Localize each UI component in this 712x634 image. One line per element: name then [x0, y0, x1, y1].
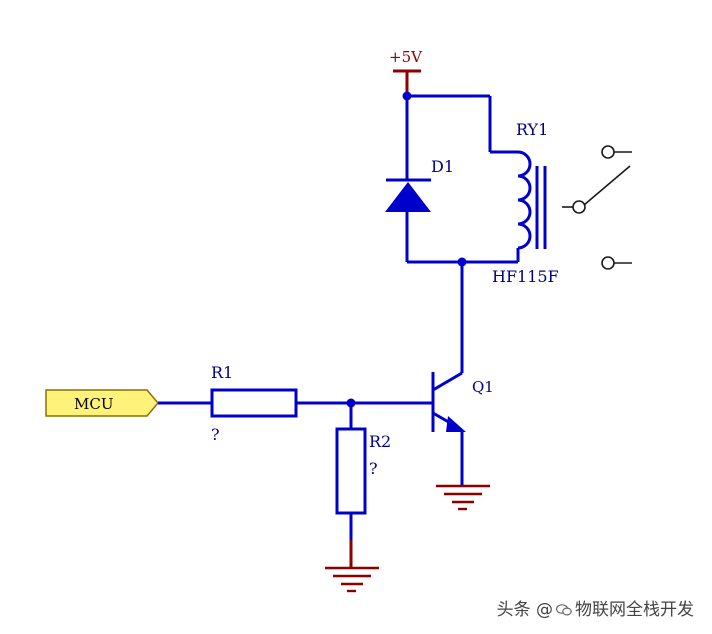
r1-value: ?	[211, 425, 220, 444]
relay-ry1: RY1 HF115F	[492, 120, 559, 286]
contact-nc	[601, 145, 615, 159]
relay-ref: RY1	[516, 120, 548, 139]
diode-ref: D1	[431, 157, 454, 176]
wire-base	[158, 398, 433, 429]
resistor-r1: R1 ?	[210, 363, 298, 444]
r2-value: ?	[369, 459, 378, 478]
wire-top-rail	[402, 91, 518, 154]
ground-symbol-q1	[436, 484, 490, 511]
power-5v-symbol: +5V	[389, 48, 423, 96]
r1-ref: R1	[211, 363, 233, 382]
watermark-text: 物联网全栈开发	[575, 600, 694, 620]
ground-symbol-r2	[325, 540, 379, 593]
relay-value: HF115F	[492, 267, 559, 286]
transistor-ref: Q1	[472, 378, 494, 396]
wechat-icon	[556, 604, 572, 616]
relay-contacts	[562, 145, 632, 270]
contact-common	[572, 200, 586, 214]
power-label: +5V	[389, 48, 423, 66]
contact-no	[601, 256, 615, 270]
r2-ref: R2	[369, 432, 391, 451]
resistor-r2: R2 ?	[335, 427, 391, 540]
transistor-q1: Q1	[431, 371, 494, 486]
mcu-port: MCU	[45, 389, 159, 417]
diode-d1: D1	[385, 96, 454, 262]
mcu-port-label: MCU	[74, 395, 113, 413]
wire-relay-bottom	[407, 248, 520, 373]
watermark-prefix: 头条 @	[496, 600, 553, 620]
watermark: 头条 @ 物联网全栈开发	[497, 595, 694, 620]
